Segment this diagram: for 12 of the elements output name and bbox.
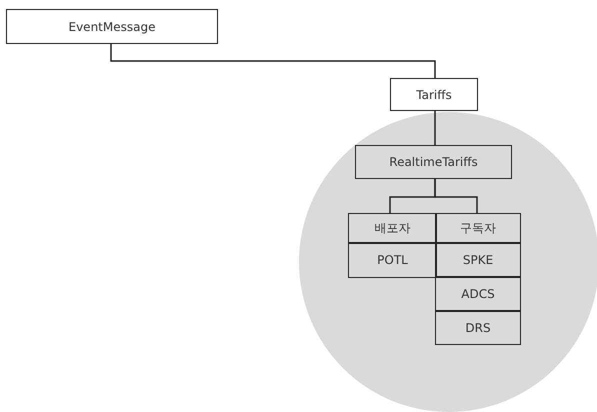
table-cell: 구독자: [435, 213, 521, 244]
class-box: Tariffs: [390, 78, 478, 111]
table-cell: 배포자: [348, 213, 437, 244]
table-cell: RealtimeTariffs: [355, 145, 512, 179]
class-box: EventMessage: [6, 9, 218, 44]
connector-line: [434, 111, 436, 145]
table-cell: DRS: [435, 310, 521, 345]
table-cell: POTL: [348, 242, 437, 278]
table-cell: SPKE: [435, 242, 521, 278]
table-cell: ADCS: [435, 276, 521, 312]
connector-line: [110, 44, 436, 78]
connector-line: [434, 179, 478, 213]
